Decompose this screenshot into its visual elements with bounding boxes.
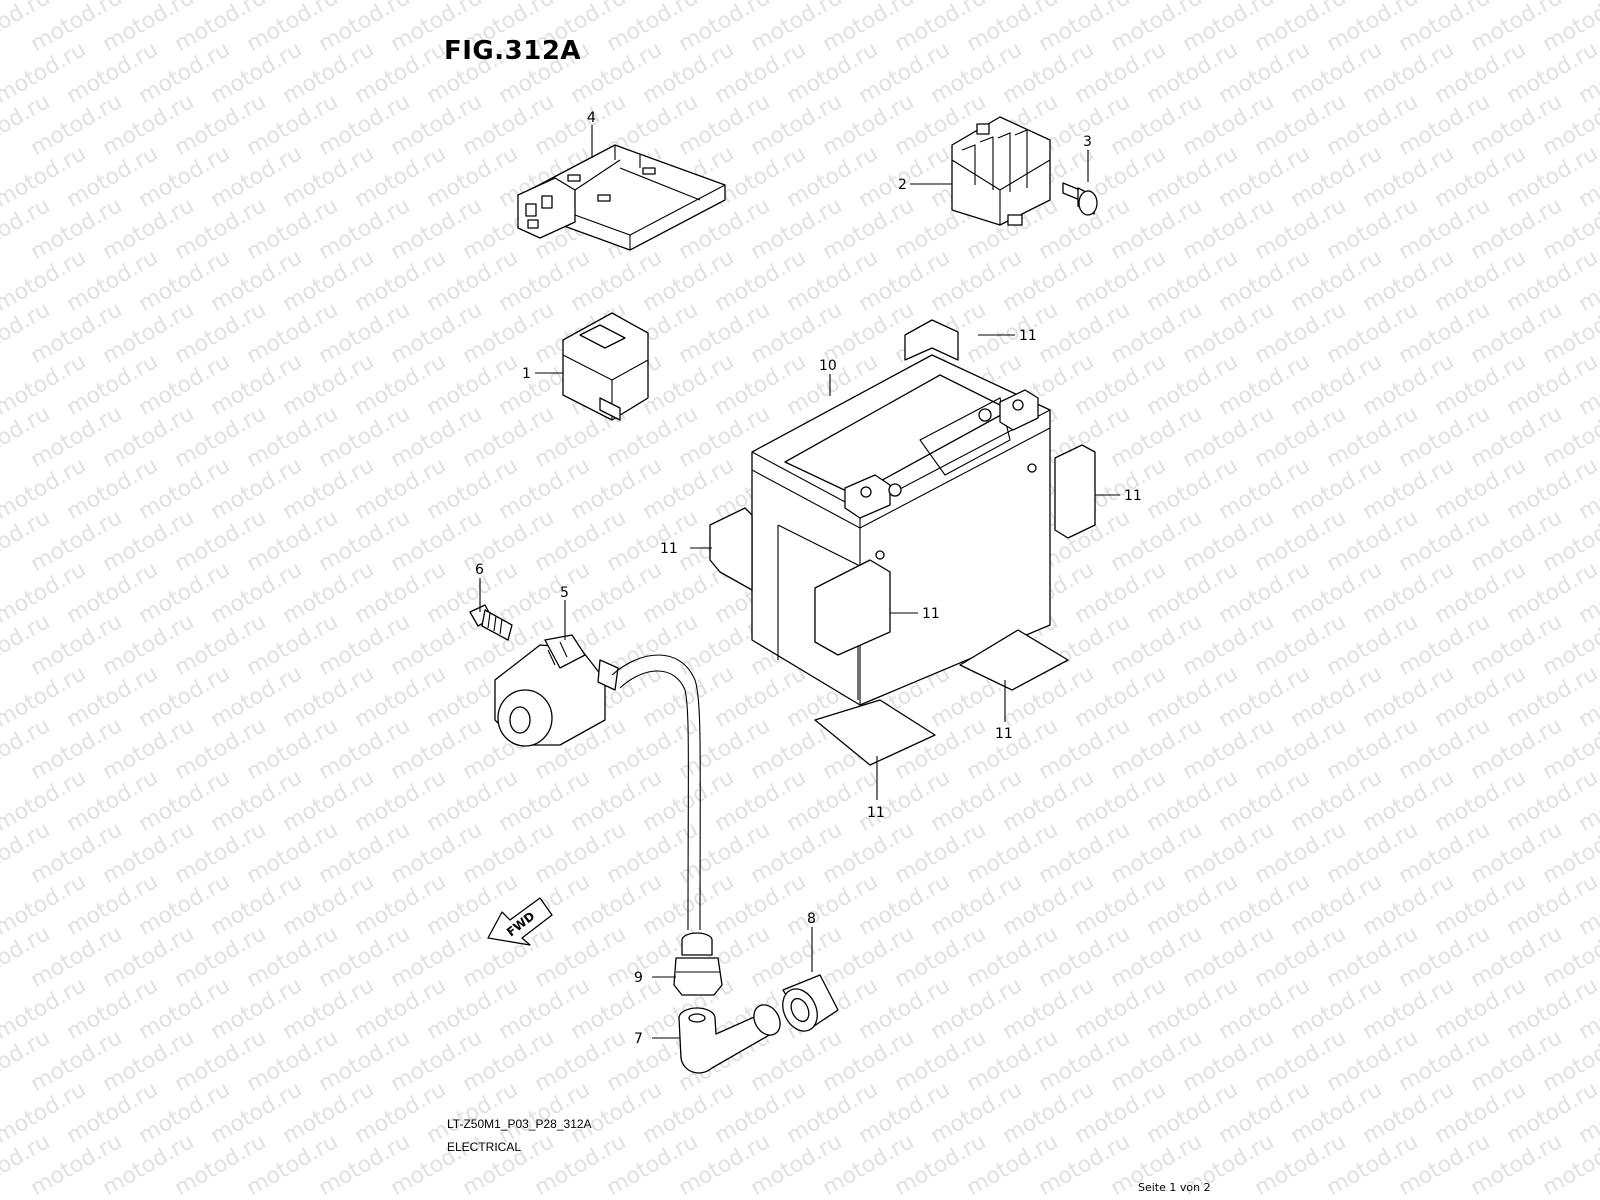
part-9-grommet [673,932,723,996]
part-3-bolt [1062,182,1098,216]
figure-title: FIG.312A [444,36,582,66]
drawing-code: LT-Z50M1_P03_P28_312A [447,1117,592,1131]
callout-6: 6 [475,562,484,578]
callout-11-right: 11 [1124,488,1142,504]
callout-11-top: 11 [1019,328,1037,344]
callout-11-bottom-right: 11 [995,726,1013,742]
part-5-starter-relay [494,634,701,931]
callout-labels: 4 2 3 1 6 5 7 9 8 10 11 11 11 11 11 11 [475,110,1142,1047]
watermark-text: motod.ru [1575,0,1600,5]
callout-8: 8 [807,911,816,927]
part-2-regulator [951,116,1051,226]
section-name: ELECTRICAL [447,1140,522,1154]
part-4-control-unit [517,144,726,251]
callout-10: 10 [819,358,837,374]
page-info: Seite 1 von 2 [1138,1181,1211,1194]
callout-7: 7 [634,1031,643,1047]
callout-1: 1 [522,366,531,382]
callout-3: 3 [1083,134,1092,150]
callout-11-left: 11 [660,541,678,557]
callout-11-front: 11 [922,606,940,622]
part-7-elbow-cap [678,1004,781,1074]
part-6-bolt [469,604,513,641]
part-8-cap [782,974,839,1032]
part-11-pads [709,319,1096,766]
callout-2: 2 [898,177,907,193]
callout-9: 9 [634,970,643,986]
leader-lines [479,125,1120,1039]
callout-11-bottom-left: 11 [867,805,885,821]
part-1-relay [562,312,649,421]
callout-5: 5 [560,585,569,601]
callout-4: 4 [587,110,596,126]
